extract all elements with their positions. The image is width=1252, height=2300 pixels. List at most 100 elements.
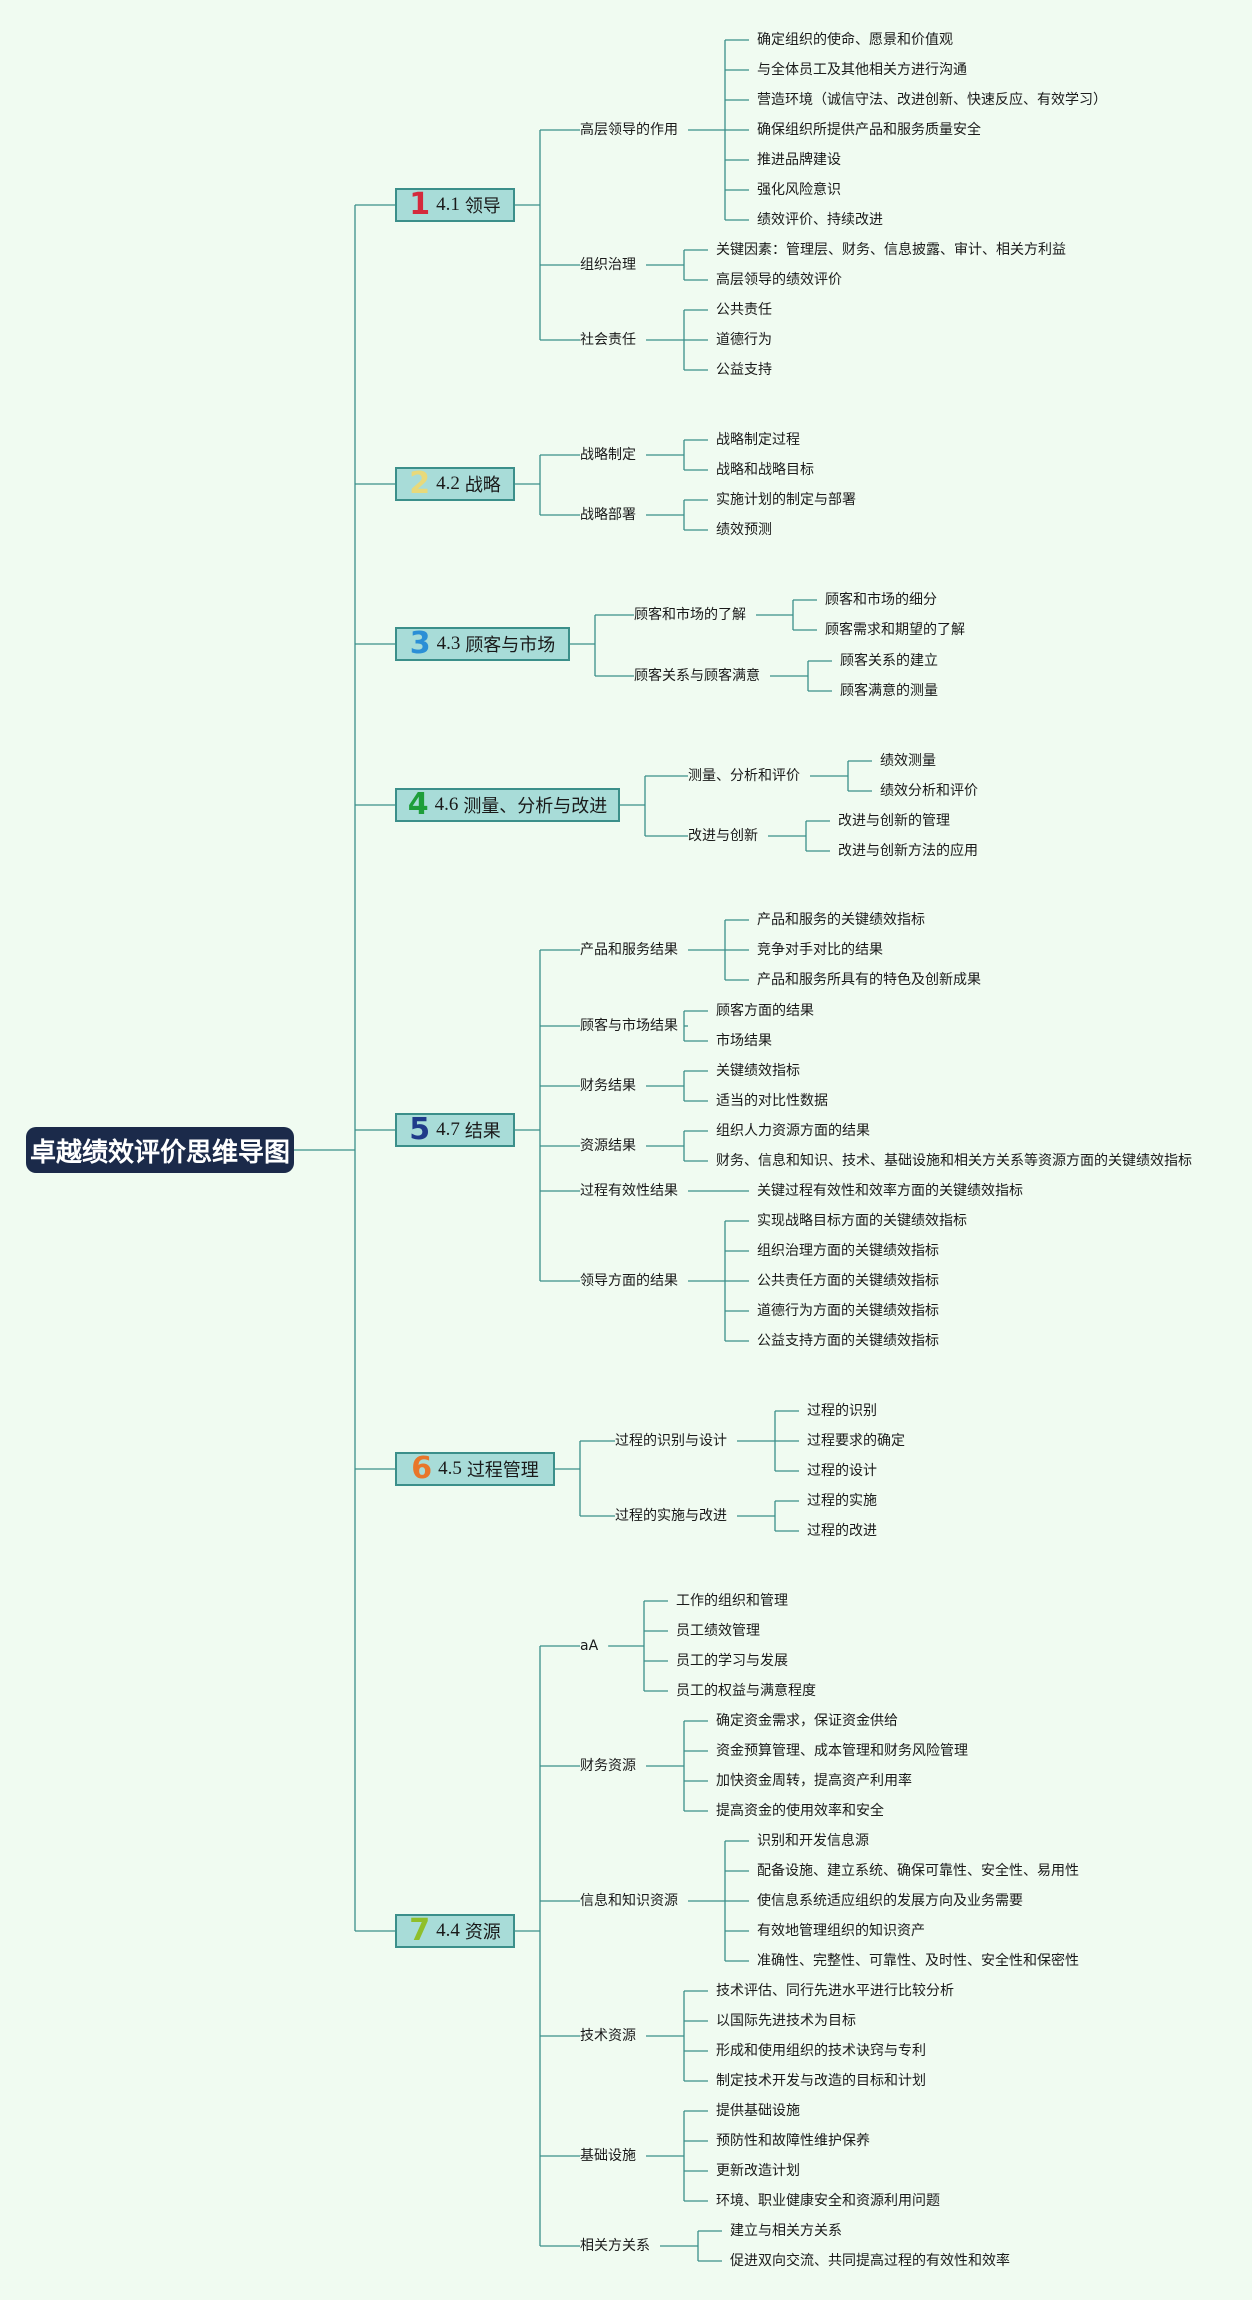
leaf-item[interactable]: 配备设施、建立系统、确保可靠性、安全性、易用性 — [757, 1863, 1079, 1879]
leaf-item[interactable]: 公共责任 — [716, 302, 772, 318]
leaf-item[interactable]: 更新改造计划 — [716, 2163, 800, 2179]
sub-topic[interactable]: 资源结果 — [580, 1138, 636, 1154]
leaf-item[interactable]: 产品和服务的关键绩效指标 — [757, 912, 925, 928]
leaf-item[interactable]: 高层领导的绩效评价 — [716, 272, 842, 288]
sub-topic[interactable]: 产品和服务结果 — [580, 942, 678, 958]
leaf-item[interactable]: 道德行为 — [716, 332, 772, 348]
leaf-item[interactable]: 有效地管理组织的知识资产 — [757, 1923, 925, 1939]
leaf-item[interactable]: 竞争对手对比的结果 — [757, 942, 883, 958]
sub-topic[interactable]: 战略部署 — [580, 507, 636, 523]
leaf-item[interactable]: 环境、职业健康安全和资源利用问题 — [716, 2193, 940, 2209]
leaf-item[interactable]: 形成和使用组织的技术诀窍与专利 — [716, 2043, 926, 2059]
sub-topic[interactable]: 高层领导的作用 — [580, 122, 678, 138]
leaf-item[interactable]: 与全体员工及其他相关方进行沟通 — [757, 62, 967, 78]
leaf-item[interactable]: 确定资金需求，保证资金供给 — [716, 1713, 898, 1729]
leaf-item[interactable]: 关键因素：管理层、财务、信息披露、审计、相关方利益 — [716, 242, 1066, 258]
leaf-item[interactable]: 预防性和故障性维护保养 — [716, 2133, 870, 2149]
leaf-item[interactable]: 促进双向交流、共同提高过程的有效性和效率 — [730, 2253, 1010, 2269]
sub-topic[interactable]: 相关方关系 — [580, 2238, 650, 2254]
leaf-item[interactable]: 适当的对比性数据 — [716, 1093, 828, 1109]
leaf-item[interactable]: 公共责任方面的关键绩效指标 — [757, 1273, 939, 1289]
leaf-item[interactable]: 顾客需求和期望的了解 — [825, 622, 965, 638]
sub-topic[interactable]: 基础设施 — [580, 2148, 636, 2164]
leaf-item[interactable]: 实施计划的制定与部署 — [716, 492, 856, 508]
leaf-item[interactable]: 公益支持方面的关键绩效指标 — [757, 1333, 939, 1349]
leaf-item[interactable]: 顾客和市场的细分 — [825, 592, 937, 608]
leaf-item[interactable]: 提供基础设施 — [716, 2103, 800, 2119]
leaf-item[interactable]: 过程的改进 — [807, 1523, 877, 1539]
leaf-item[interactable]: 绩效分析和评价 — [880, 783, 978, 799]
sub-topic[interactable]: 领导方面的结果 — [580, 1273, 678, 1289]
sub-topic[interactable]: 财务结果 — [580, 1078, 636, 1094]
leaf-item[interactable]: 实现战略目标方面的关键绩效指标 — [757, 1213, 967, 1229]
sub-topic[interactable]: 过程的识别与设计 — [615, 1433, 727, 1449]
leaf-item[interactable]: 财务、信息和知识、技术、基础设施和相关方关系等资源方面的关键绩效指标 — [716, 1153, 1192, 1169]
sub-topic[interactable]: 顾客和市场的了解 — [634, 607, 746, 623]
leaf-item[interactable]: 员工绩效管理 — [676, 1623, 760, 1639]
leaf-item[interactable]: 顾客关系的建立 — [840, 653, 938, 669]
leaf-item[interactable]: 技术评估、同行先进水平进行比较分析 — [716, 1983, 954, 1999]
leaf-item[interactable]: 关键过程有效性和效率方面的关键绩效指标 — [757, 1183, 1023, 1199]
sub-topic[interactable]: 社会责任 — [580, 332, 636, 348]
leaf-item[interactable]: 过程的设计 — [807, 1463, 877, 1479]
leaf-item[interactable]: 员工的学习与发展 — [676, 1653, 788, 1669]
leaf-item[interactable]: 关键绩效指标 — [716, 1063, 800, 1079]
leaf-item[interactable]: 绩效预测 — [716, 522, 772, 538]
sub-topic[interactable]: 技术资源 — [580, 2028, 636, 2044]
sub-topic[interactable]: aA — [580, 1638, 599, 1654]
leaf-item[interactable]: 营造环境（诚信守法、改进创新、快速反应、有效学习） — [757, 92, 1107, 108]
leaf-item[interactable]: 绩效评价、持续改进 — [757, 212, 883, 228]
branch-title: 战略 — [464, 475, 501, 496]
leaf-item[interactable]: 确保组织所提供产品和服务质量安全 — [757, 122, 981, 138]
sub-topic[interactable]: 战略制定 — [580, 447, 636, 463]
leaf-item[interactable]: 识别和开发信息源 — [757, 1833, 869, 1849]
sub-topic[interactable]: 信息和知识资源 — [580, 1893, 678, 1909]
leaf-item[interactable]: 组织治理方面的关键绩效指标 — [757, 1243, 939, 1259]
leaf-item[interactable]: 道德行为方面的关键绩效指标 — [757, 1303, 939, 1319]
leaf-item[interactable]: 员工的权益与满意程度 — [676, 1683, 816, 1699]
sub-topic[interactable]: 顾客与市场结果 — [580, 1018, 678, 1034]
leaf-item[interactable]: 过程的识别 — [807, 1403, 877, 1419]
leaf-item[interactable]: 使信息系统适应组织的发展方向及业务需要 — [757, 1893, 1023, 1909]
leaf-item[interactable]: 过程的实施 — [807, 1493, 877, 1509]
leaf-item[interactable]: 提高资金的使用效率和安全 — [716, 1803, 884, 1819]
sub-topic[interactable]: 测量、分析和评价 — [688, 768, 800, 784]
sub-topic[interactable]: 改进与创新 — [688, 828, 758, 844]
sub-topic[interactable]: 财务资源 — [580, 1758, 636, 1774]
leaf-item[interactable]: 资金预算管理、成本管理和财务风险管理 — [716, 1743, 968, 1759]
leaf-item[interactable]: 公益支持 — [716, 362, 772, 378]
leaf-item[interactable]: 战略和战略目标 — [716, 462, 814, 478]
leaf-item[interactable]: 建立与相关方关系 — [730, 2223, 842, 2239]
sub-topic[interactable]: 顾客关系与顾客满意 — [634, 668, 760, 684]
leaf-item[interactable]: 顾客满意的测量 — [840, 683, 938, 699]
leaf-item[interactable]: 确定组织的使命、愿景和价值观 — [757, 32, 953, 48]
leaf-item[interactable]: 市场结果 — [716, 1033, 772, 1049]
leaf-item[interactable]: 过程要求的确定 — [807, 1433, 905, 1449]
leaf-item[interactable]: 加快资金周转，提高资产利用率 — [716, 1773, 912, 1789]
leaf-item[interactable]: 战略制定过程 — [716, 432, 800, 448]
leaf-item[interactable]: 工作的组织和管理 — [676, 1593, 788, 1609]
leaf-item[interactable]: 以国际先进技术为目标 — [716, 2013, 856, 2029]
root-node[interactable]: 卓越绩效评价思维导图 — [26, 1127, 294, 1173]
leaf-item[interactable]: 改进与创新方法的应用 — [838, 843, 978, 859]
leaf-item[interactable]: 组织人力资源方面的结果 — [716, 1123, 870, 1139]
leaf-item[interactable]: 制定技术开发与改造的目标和计划 — [716, 2073, 926, 2089]
sub-topic[interactable]: 过程有效性结果 — [580, 1183, 678, 1199]
sub-topic[interactable]: 组织治理 — [580, 257, 636, 273]
leaf-item[interactable]: 改进与创新的管理 — [838, 813, 950, 829]
leaf-item[interactable]: 强化风险意识 — [757, 182, 841, 198]
leaf-item[interactable]: 顾客方面的结果 — [716, 1003, 814, 1019]
leaf-item[interactable]: 准确性、完整性、可靠性、及时性、安全性和保密性 — [757, 1953, 1079, 1969]
leaf-item[interactable]: 产品和服务所具有的特色及创新成果 — [757, 972, 981, 988]
branch-number: 2 — [409, 466, 431, 501]
leaf-item[interactable]: 推进品牌建设 — [757, 152, 841, 168]
sub-topic[interactable]: 过程的实施与改进 — [615, 1508, 727, 1524]
leaf-item[interactable]: 绩效测量 — [880, 753, 936, 769]
